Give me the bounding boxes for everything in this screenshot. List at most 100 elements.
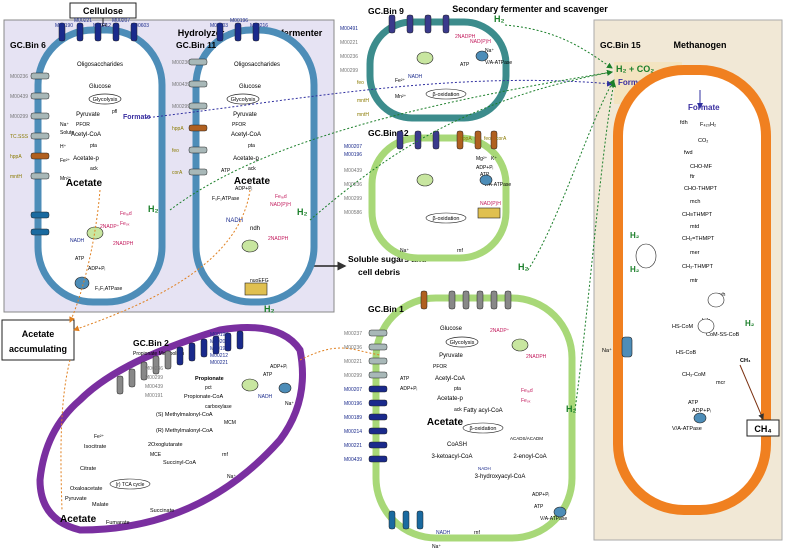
bin15-inputs: H₂ + CO₂ (616, 64, 654, 74)
bin6-left-module-5: mntH (10, 174, 22, 180)
bin12-transporters (396, 130, 498, 150)
bin12-beta-oxidation-oval (425, 212, 467, 224)
bin6-transporter-1 (76, 22, 84, 42)
bin11-2nadph: 2NADPH (268, 236, 289, 242)
bin6-h: H⁺ (60, 144, 67, 150)
ch4-box (746, 419, 780, 437)
bin6-na: Na⁺ (60, 122, 69, 128)
acetate-transfer-arrow-1 (69, 189, 101, 323)
bin11-ndh: ndh (250, 226, 260, 232)
bin12-mg: Mg²⁺ (476, 156, 488, 162)
bin9-atp: ATP (460, 62, 470, 68)
bin2-subtitle: Propionate Metabolism (133, 351, 184, 357)
bin2-succinate: Succinate (150, 508, 174, 514)
bin9-nadph: NAD(P)H (470, 39, 491, 45)
bin1-top-transporter-2 (462, 290, 470, 310)
bin2-cell (36, 324, 306, 534)
bin1-module-transporter-1 (368, 343, 388, 351)
acetate-transfer-arrow-2 (73, 189, 251, 332)
bin2-rnf: rnf (222, 452, 228, 458)
bin2-module-3: M00212 (210, 353, 228, 359)
ch4-arrow (739, 364, 764, 420)
bin2-oxaloacetate: Oxaloacetate (70, 486, 102, 492)
bin1-fe-ox: Feₒₓ (521, 398, 531, 404)
bin12-atpase-symbol (479, 174, 493, 186)
bin6-title: GC.Bin 6 (10, 40, 46, 50)
bin1-module-transporter-0 (368, 329, 388, 337)
bin15-hs-cob: HS-CoB (676, 350, 697, 356)
bin11-left-transporter-4 (188, 146, 208, 154)
bin6-left-module-2: M00299 (10, 114, 28, 120)
bin11-left-transporter-0 (188, 58, 208, 66)
bin6-fe: Fe²⁺ (60, 158, 71, 164)
bin2-transporter-0 (116, 375, 124, 395)
bin6-top-module-3: M00207 (112, 18, 130, 24)
bin6-pyruvate: Pyruvate (76, 112, 100, 118)
bin11-pfor: PFOR (232, 122, 246, 128)
bin2-pct: pct (205, 385, 212, 391)
bin12-nuoefg-box (477, 207, 501, 219)
bin12-nadph: NAD(P)H (480, 201, 501, 207)
bin15-title: GC.Bin 15 (600, 40, 641, 50)
bin11-glucose: Glucose (239, 84, 262, 90)
h2-transfer-arrow-3 (504, 24, 613, 69)
bin2-na: Na⁺ (285, 401, 294, 407)
bin1-h2: H₂ (566, 404, 577, 414)
bin15-mtd: mtd (690, 224, 699, 230)
bin12-hydrogenase (416, 173, 434, 187)
bin15-ch3-com: CH₃-CoM (682, 372, 706, 378)
bin1-adp: ADP+Pᵢ (400, 386, 418, 392)
bin6-acetate-p: Acetate-p (73, 156, 99, 162)
bin15-atpase: V/A-ATPase (672, 426, 702, 432)
bin1-coash: CoASH (447, 442, 467, 448)
bin1-fe-red: Feᵣₑd (521, 388, 533, 394)
bin11-oligosaccharides: Oligosaccharides (234, 62, 280, 68)
bin9-2nadph: 2NADPH (455, 34, 476, 40)
bin1-glycolysis: Glycolysis (450, 340, 475, 346)
bin1-module-transporter-9 (368, 455, 388, 463)
bin6-left-transporter-5 (30, 172, 50, 180)
bin1-top-transporter-3 (476, 290, 484, 310)
bin6-atpase: F₀F₁ATPase (95, 286, 123, 292)
bin12-m00207: M00207 (344, 144, 362, 150)
bin1-module-3: M00299 (344, 373, 362, 379)
bin9-hydrogenase (416, 51, 434, 65)
bin12-k: K⁺ (491, 156, 497, 162)
bin9-mn: Mn²⁺ (395, 94, 407, 100)
bin1-module-transporter-6 (368, 413, 388, 421)
bin2-citrate: Citrate (80, 466, 96, 472)
bin6-atp: ATP (75, 256, 85, 262)
bin2-module-labels: M00190M00207M00196M00212M00221M00236M002… (145, 332, 228, 399)
bin1-module-transporter-7 (368, 427, 388, 435)
bin2-transporter-5 (176, 346, 184, 366)
bin2-fe: Fe²⁺ (94, 434, 105, 440)
bin1-top-transporter-4 (490, 290, 498, 310)
bin12-m00299: M00299 (344, 196, 362, 202)
bin1-2nadph: 2NADPH (526, 354, 547, 360)
bin12-hppa: hppA (460, 136, 472, 142)
bin6-mn: Mn²⁺ (60, 176, 72, 182)
bin6-hydrogenase (86, 226, 104, 240)
bin1-fatty-acyl-coa: Fatty acyl-CoA (463, 408, 502, 414)
bin11-ack: ack (248, 166, 256, 172)
bin9-m00491: M00491 (340, 26, 358, 32)
bin1-bottom-transporters (388, 510, 424, 530)
ch4-label: CH₄ (754, 424, 771, 434)
bin2-carboxylase: carboxylase (205, 404, 232, 410)
bin2-module-4: M00221 (210, 360, 228, 366)
bin15-ch-thmpt: CH≡THMPT (682, 212, 713, 218)
bin2-s-methylmalonyl: (S) Methylmalonyl-CoA (156, 412, 213, 418)
bin11-atp: ATP (221, 168, 231, 174)
bin1-module-transporter-8 (368, 441, 388, 449)
bin6-formate: Formate (123, 114, 151, 121)
bin11-transporter-2 (252, 22, 260, 42)
bin1-atpase-symbol (553, 506, 567, 518)
bin12-feo: feo (484, 136, 491, 142)
bin2-acetate: Acetate (60, 514, 97, 525)
h2-transfer-arrow-2 (309, 69, 613, 221)
bin2-transporter-8 (212, 335, 220, 355)
bin2-tca-oval (109, 478, 151, 490)
bin15-mch: mch (690, 199, 700, 205)
bin1-module-2: M00221 (344, 359, 362, 365)
